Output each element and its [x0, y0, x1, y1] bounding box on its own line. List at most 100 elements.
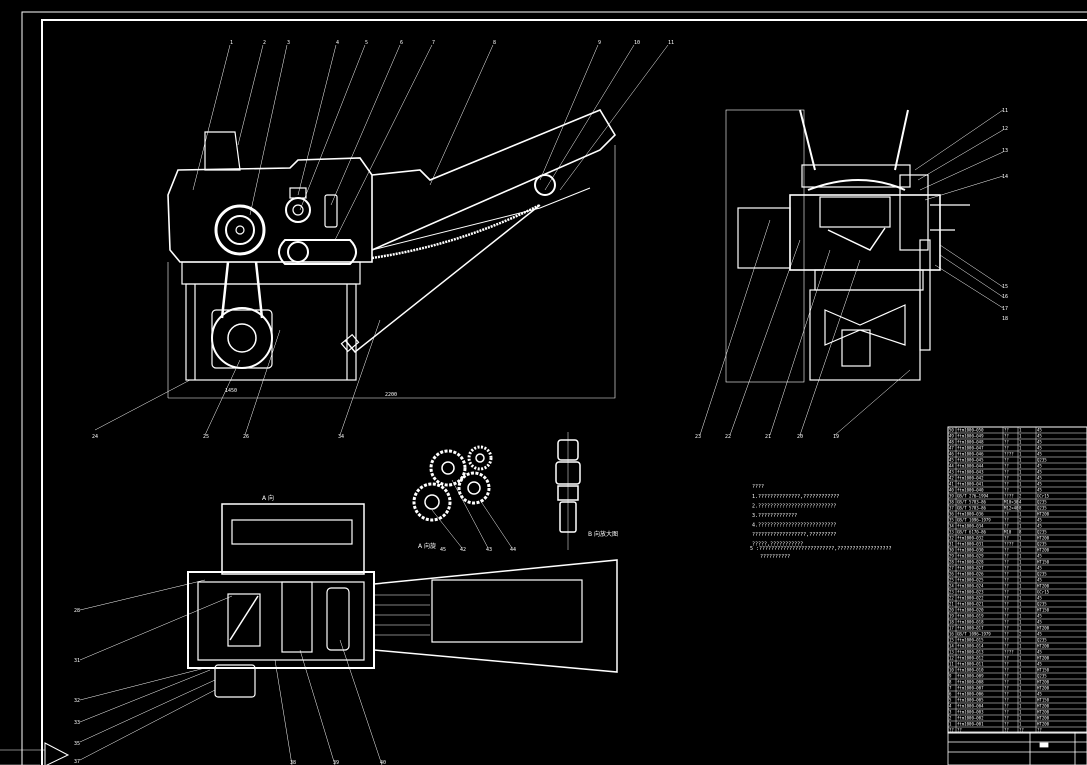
- parts-table-header-cell: ??: [957, 728, 962, 733]
- parts-table-cell: 45: [1037, 470, 1042, 475]
- parts-table-cell: Q235: [1037, 506, 1047, 511]
- parts-table-cell: 6: [949, 692, 952, 697]
- part-number-label: 20: [797, 434, 803, 440]
- parts-table-cell: 45: [1037, 440, 1042, 445]
- parts-table-cell: ftm1000—029: [957, 554, 984, 559]
- parts-table-cell: ??: [1004, 590, 1009, 595]
- parts-table-cell: ftm1000—036: [957, 512, 984, 517]
- parts-table-cell: 1: [1019, 674, 1022, 679]
- parts-table-cell: HT200: [1037, 716, 1050, 721]
- parts-table-cell: HT200: [1037, 548, 1050, 553]
- parts-table-cell: 10: [949, 668, 954, 673]
- parts-table-cell: ftm1000—022: [957, 596, 984, 601]
- parts-table-cell: ftm1000—030: [957, 548, 984, 553]
- parts-table-cell: 9: [949, 674, 952, 679]
- parts-table-cell: M12×40: [1004, 506, 1019, 511]
- parts-table-cell: ????: [1004, 650, 1014, 655]
- part-number-label: 19: [833, 434, 839, 440]
- parts-table-cell: 19: [949, 614, 954, 619]
- parts-table-cell: ftm1000—011: [957, 662, 984, 667]
- parts-table-cell: Q235: [1037, 500, 1047, 505]
- parts-table-cell: ??: [1004, 680, 1009, 685]
- parts-table-cell: 1: [1019, 590, 1022, 595]
- parts-table-cell: ftm1000—008: [957, 680, 984, 685]
- parts-table-cell: ??: [1004, 458, 1009, 463]
- parts-table-cell: ftm1000—045: [957, 458, 984, 463]
- notes-line: ??????????: [760, 554, 790, 560]
- parts-table-cell: ??: [1004, 446, 1009, 451]
- parts-table-cell: 1: [1019, 434, 1022, 439]
- parts-table-cell: 1: [1019, 470, 1022, 475]
- parts-table-cell: 1: [1019, 446, 1022, 451]
- parts-table-cell: 27: [949, 566, 954, 571]
- parts-table-cell: GB/T 6170—86: [957, 530, 986, 535]
- parts-table-cell: 1: [1019, 608, 1022, 613]
- parts-table-cell: HT200: [1037, 536, 1050, 541]
- parts-table-cell: ??: [1004, 572, 1009, 577]
- parts-table-cell: 42: [949, 476, 954, 481]
- part-number-label: 28: [74, 608, 80, 614]
- part-number-label: 23: [695, 434, 701, 440]
- parts-table-cell: ????: [1004, 452, 1014, 457]
- notes-line: 2.??????????????????????????: [752, 504, 836, 510]
- parts-table-cell: 1: [1019, 440, 1022, 445]
- parts-table-cell: 2: [1019, 632, 1022, 637]
- parts-table-cell: ??: [1004, 524, 1009, 529]
- parts-table-cell: ftm1000—006: [957, 692, 984, 697]
- parts-table-cell: ftm1000—048: [957, 440, 984, 445]
- parts-table-cell: 1: [1019, 602, 1022, 607]
- parts-table-cell: 1: [1019, 650, 1022, 655]
- parts-table-cell: ??: [1004, 470, 1009, 475]
- parts-table-cell: 1: [1019, 476, 1022, 481]
- part-number-label: 9: [598, 40, 601, 46]
- part-number-label: 40: [380, 760, 386, 765]
- parts-table-cell: ftm1000—041: [957, 482, 984, 487]
- parts-table-cell: 1: [1019, 680, 1022, 685]
- parts-table-cell: 35: [949, 518, 954, 523]
- parts-table-cell: ??: [1004, 638, 1009, 643]
- parts-table-cell: ftm1000—009: [957, 674, 984, 679]
- parts-table-cell: ftm1000—050: [957, 428, 984, 433]
- parts-table-cell: ftm1000—025: [957, 578, 984, 583]
- parts-table-cell: 21: [949, 602, 954, 607]
- notes-line: 3.?????????????: [752, 513, 797, 519]
- part-number-label: 1: [230, 40, 233, 46]
- notes-line: 5 :?????????????????????????,???????????…: [750, 546, 891, 552]
- parts-table-cell: 1: [1019, 554, 1022, 559]
- parts-table-cell: HT200: [1037, 644, 1050, 649]
- parts-table-cell: 31: [949, 542, 954, 547]
- part-number-label: 37: [74, 759, 80, 765]
- parts-table-cell: 14: [949, 644, 954, 649]
- view-label-rotation: A 向旋: [418, 542, 436, 550]
- parts-table-cell: GB/T 5783—86: [957, 500, 986, 505]
- parts-table-cell: 4: [949, 704, 952, 709]
- parts-table-cell: M10: [1004, 530, 1012, 535]
- parts-table-cell: ftm1000—012: [957, 656, 984, 661]
- parts-table-cell: ??: [1004, 584, 1009, 589]
- parts-table-cell: 49: [949, 434, 954, 439]
- parts-table-cell: 1: [1019, 656, 1022, 661]
- technical-requirements: ????1.??????????????,????????????2.?????…: [750, 484, 891, 560]
- parts-table-cell: ??: [1004, 614, 1009, 619]
- parts-table-cell: Q235: [1037, 572, 1047, 577]
- gear-detail-view: [412, 445, 513, 549]
- part-number-label: 26: [243, 434, 249, 440]
- drawing-border: [0, 11, 1087, 765]
- parts-table-cell: ftm1000—034: [957, 524, 984, 529]
- parts-table-cell: 4: [1019, 500, 1022, 505]
- part-number-label: 21: [765, 434, 771, 440]
- parts-table-cell: ftm1000—017: [957, 626, 984, 631]
- parts-table-cell: ????: [1004, 542, 1014, 547]
- parts-table-cell: ftm1000—042: [957, 476, 984, 481]
- parts-table-cell: 45: [1037, 464, 1042, 469]
- parts-table-cell: HT150: [1037, 608, 1050, 613]
- parts-table-cell: HT150: [1037, 668, 1050, 673]
- parts-table-cell: 1: [1019, 626, 1022, 631]
- parts-table-cell: 1: [1019, 662, 1022, 667]
- parts-table-cell: ??: [1004, 698, 1009, 703]
- parts-table-cell: ftm1000—021: [957, 602, 984, 607]
- part-number-label: 2: [263, 40, 266, 46]
